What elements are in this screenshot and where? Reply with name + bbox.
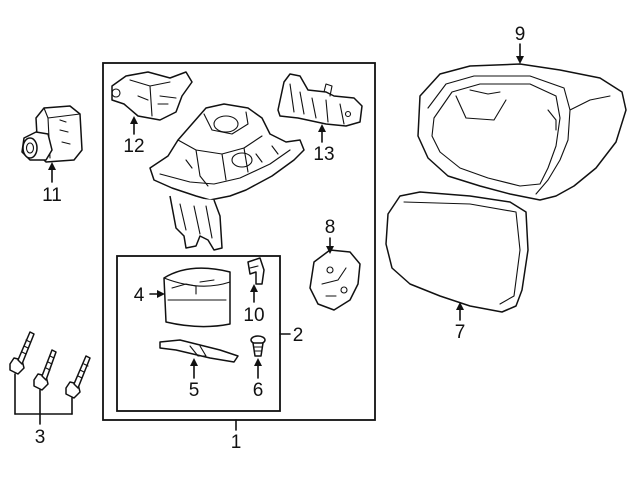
callout-5: 5 — [189, 380, 200, 401]
callout-12: 12 — [123, 136, 144, 157]
callout-2: 2 — [293, 325, 304, 346]
mounting-plate-part — [309, 249, 361, 311]
callout-7: 7 — [455, 322, 466, 343]
bolts-part — [9, 331, 91, 399]
callout-13: 13 — [313, 144, 334, 165]
callout-labels: 1 2 3 4 5 6 7 8 9 10 11 12 13 — [35, 24, 526, 453]
callout-1: 1 — [231, 432, 242, 453]
mirror-glass-part — [385, 191, 529, 313]
callout-9: 9 — [515, 24, 526, 45]
mirror-base-part — [149, 103, 305, 251]
cover-cap-part — [163, 267, 231, 328]
actuator-motor-part — [111, 71, 193, 121]
callout-3: 3 — [35, 427, 46, 448]
callout-10: 10 — [243, 305, 264, 326]
mounting-bracket-part — [277, 73, 363, 127]
callout-6: 6 — [253, 380, 264, 401]
screw-part — [250, 335, 266, 357]
callout-11: 11 — [42, 185, 62, 206]
callout-8: 8 — [325, 217, 336, 238]
clip-part — [247, 257, 265, 285]
leader-lines — [14, 43, 524, 431]
trim-strip-part — [159, 339, 239, 363]
assembly-box — [102, 62, 376, 421]
callout-4: 4 — [134, 285, 145, 306]
camera-module-part — [21, 105, 83, 163]
mirror-housing-part — [417, 63, 627, 201]
